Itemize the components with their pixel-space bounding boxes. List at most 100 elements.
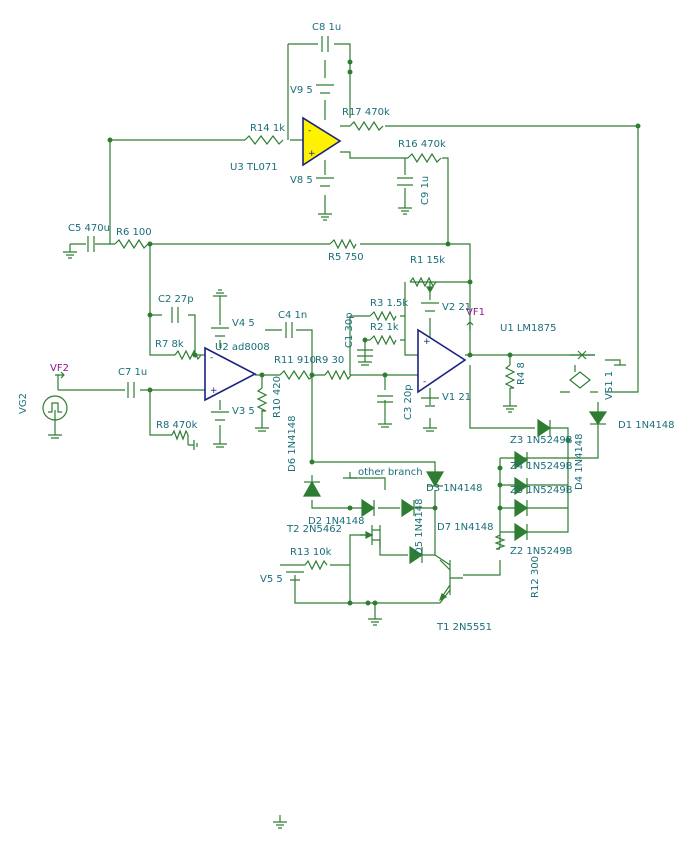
label-u3: U3 TL071: [230, 162, 278, 173]
resistor-r3: [369, 310, 397, 322]
svg-text:-: -: [423, 377, 426, 387]
label-z2: Z2 1N5249B: [510, 546, 573, 557]
opamp-u3: [302, 116, 342, 167]
capacitor-c9: [397, 177, 413, 186]
label-c3: C3 20p: [403, 384, 414, 420]
signal-generator-vg2: [42, 395, 68, 421]
zener-z3: [514, 450, 529, 470]
resistor-r2: [369, 334, 397, 346]
label-u2: U2 ad8008: [215, 342, 270, 353]
capacitor-c2: [171, 307, 179, 323]
transistor-t1: [438, 559, 463, 602]
resistor-r11: [279, 369, 316, 381]
battery-v1: [421, 397, 439, 407]
battery-v9: [316, 84, 334, 94]
label-z4: Z4 1N5249B: [510, 461, 573, 472]
resistor-r4: [504, 364, 516, 389]
battery-v4: [211, 327, 229, 337]
label-r8: R8 470k: [156, 420, 198, 431]
label-d3: D3 1N4148: [426, 483, 483, 494]
label-r6: R6 100: [116, 227, 152, 238]
junction-dots: [107, 59, 641, 606]
label-c5: C5 470u: [68, 223, 110, 234]
battery-v2: [421, 302, 439, 312]
label-r4: R4 8: [516, 362, 527, 385]
diode-d1: [588, 411, 608, 426]
label-r9: R9 30: [315, 355, 344, 366]
resistor-r1: [409, 276, 437, 288]
label-d1: D1 1N4148: [618, 420, 675, 431]
opamp-u2: [204, 346, 257, 402]
label-c9: C9 1u: [420, 176, 431, 205]
label-d4: D4 1N4148: [574, 433, 585, 490]
label-r16: R16 470k: [398, 139, 446, 150]
diode-d7: [401, 498, 416, 518]
label-r2: R2 1k: [370, 322, 399, 333]
resistors: [114, 120, 516, 571]
label-r11: R11 910: [274, 355, 316, 366]
zener-z2: [514, 522, 529, 542]
label-v3: V3 5: [232, 406, 255, 417]
resistor-r13: [304, 559, 328, 571]
resistor-r14: [244, 135, 284, 145]
label-r13: R13 10k: [290, 547, 332, 558]
svg-text:-: -: [308, 126, 311, 136]
diode-d2: [361, 498, 376, 518]
pot-wiper-r1: [425, 286, 435, 294]
battery-v8: [316, 177, 334, 187]
resistor-r7: [174, 349, 202, 361]
labels: C8 1u V9 5 R17 470k R14 1k U3 TL071 R16 …: [18, 22, 675, 633]
label-r14: R14 1k: [250, 123, 285, 134]
transistor-t2: [360, 525, 381, 548]
label-v1: V1 21: [442, 392, 471, 403]
label-vs1: VS1 1: [604, 371, 615, 400]
resistor-r6: [114, 238, 149, 250]
diode-d3: [425, 471, 445, 488]
label-r12: R12 300: [530, 556, 541, 598]
label-d5: D5 1N4148: [414, 498, 425, 555]
label-z5: Z5 1N5249B: [510, 485, 573, 496]
label-t1: T1 2N5551: [436, 622, 492, 633]
label-u1: U1 LM1875: [500, 323, 557, 334]
label-vg2: VG2: [18, 393, 29, 414]
vf1-flag: [466, 321, 474, 330]
capacitors: [87, 36, 413, 403]
resistor-r5: [329, 238, 357, 250]
svg-text:+: +: [308, 149, 316, 159]
wires: [54, 43, 639, 615]
label-r7: R7 8k: [155, 339, 184, 350]
label-t2: T2 2N5462: [286, 524, 342, 535]
battery-v3: [211, 411, 229, 421]
resistor-r17: [349, 120, 384, 132]
label-c8: C8 1u: [312, 22, 341, 33]
resistor-r10: [256, 387, 268, 412]
diode-d5: [409, 545, 424, 565]
resistor-r9: [324, 369, 352, 381]
opamp-u1: [417, 328, 467, 394]
label-r17: R17 470k: [342, 107, 390, 118]
label-r3: R3 1.5k: [370, 298, 408, 309]
battery-v5: [286, 571, 304, 581]
zener-z5: [514, 498, 529, 518]
label-v9: V9 5: [290, 85, 313, 96]
label-d2: D2 1N4148: [308, 516, 365, 527]
capacitor-c8: [321, 36, 329, 52]
diode-d4: [537, 418, 552, 438]
diodes: [302, 411, 608, 565]
label-r5: R5 750: [328, 252, 364, 263]
resistor-r12: [494, 534, 506, 550]
diode-d6: [302, 480, 322, 497]
label-c4: C4 1n: [278, 310, 307, 321]
label-d7: D7 1N4148: [437, 522, 494, 533]
batteries: [211, 84, 439, 581]
label-z3: Z3 1N5249B: [510, 435, 573, 446]
capacitor-c7: [127, 382, 135, 398]
vf2-flag: [58, 371, 65, 379]
label-c2: C2 27p: [158, 294, 194, 305]
label-c1: C1 30p: [344, 312, 355, 348]
svg-text:+: +: [210, 386, 218, 396]
grounds: [48, 205, 626, 829]
label-r1: R1 15k: [410, 255, 445, 266]
